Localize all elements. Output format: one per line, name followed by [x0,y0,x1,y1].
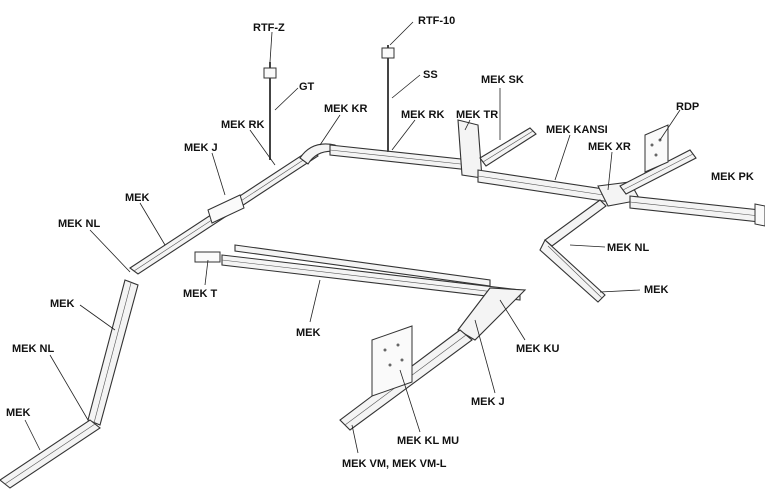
label-mek-nl-right: MEK NL [607,242,649,254]
label-mek-bottom-left: MEK [6,407,31,419]
label-mek-left-mid: MEK [50,298,75,310]
leader-lines [24,21,681,454]
label-mek-top-left: MEK [125,192,150,204]
tray-transition-tr [457,119,483,179]
bracket-t [194,251,221,263]
joint-j-top [207,194,245,224]
tray-top-run [329,144,471,171]
tray-lower-center-run [221,244,521,301]
label-mek-nl-left: MEK NL [12,343,54,355]
label-gt: GT [299,81,315,93]
label-mek-right: MEK [644,284,669,296]
tray-branch-down-right [539,199,607,303]
kl-mu-plate [371,325,413,397]
hanger-rod-rtf-10 [381,45,395,152]
label-mek-xr: MEK XR [588,141,631,153]
label-mek-j-top: MEK J [184,142,218,154]
label-ss: SS [423,69,438,81]
label-mek-center: MEK [296,327,321,339]
label-mek-rk-center: MEK RK [401,109,444,121]
tray-right-run [629,195,765,227]
label-mek-kr: MEK KR [324,103,367,115]
label-rtf-10: RTF-10 [418,15,455,27]
tray-kansi-run [477,169,611,203]
label-mek-sk: MEK SK [481,74,524,86]
hanger-rod-rtf-z [263,62,277,160]
tray-bottom-left-run [0,419,101,489]
label-mek-ku: MEK KU [516,343,559,355]
label-rdp: RDP [676,101,699,113]
label-mek-kansi: MEK KANSI [546,124,608,136]
label-mek-kl-mu: MEK KL MU [397,435,459,447]
label-mek-t: MEK T [183,288,218,300]
tray-ku-corner [339,287,527,431]
tray-left-vertical-run [87,279,139,426]
label-rtf-z: RTF-Z [253,22,285,34]
label-mek-tr: MEK TR [456,109,498,121]
tray-section-sk [479,127,537,167]
callout-labels: RTF-Z RTF-10 GT SS MEK SK RDP MEK RK MEK… [6,15,754,470]
label-mek-pk: MEK PK [711,171,754,183]
label-mek-rk-left: MEK RK [221,119,264,131]
label-mek-nl-top: MEK NL [58,218,100,230]
label-mek-j-bottom: MEK J [471,396,505,408]
label-mek-vm: MEK VM, MEK VM-L [342,458,447,470]
